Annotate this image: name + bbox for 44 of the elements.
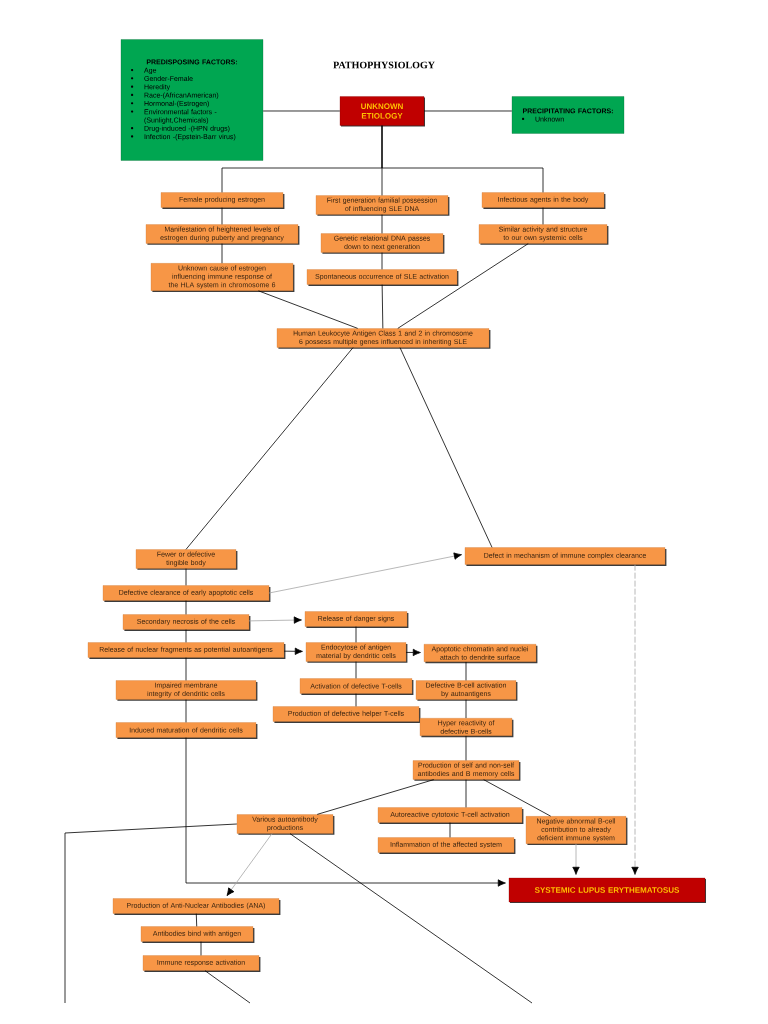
- connector-line: [355, 626, 357, 643]
- connector-line: [465, 699, 467, 719]
- connector-line: [185, 657, 187, 681]
- connector-line: [185, 629, 187, 643]
- connector-line: [185, 568, 187, 586]
- connector-line: [195, 913, 198, 927]
- connector-line: [381, 214, 383, 234]
- title: PATHOPHYSIOLOGY: [333, 61, 435, 69]
- arrow: [283, 647, 303, 655]
- connector-line: [423, 110, 513, 112]
- connector-line: [465, 779, 467, 808]
- connector-line: [397, 243, 529, 329]
- connector-line: [381, 252, 383, 270]
- arrow: [405, 648, 421, 657]
- connector-line: [200, 941, 202, 956]
- connector-line: [185, 347, 354, 550]
- connector-line: [381, 125, 544, 193]
- connector-line: [221, 243, 223, 264]
- connector-line: [449, 822, 451, 838]
- highlight-box: UNKNOWN ETIOLOGY: [339, 96, 425, 127]
- connector-line: [316, 779, 435, 815]
- arrow: [248, 616, 302, 624]
- connector-line: [355, 661, 357, 679]
- arrow: [226, 833, 273, 896]
- connector-line: [399, 347, 493, 548]
- connector-line: [221, 207, 223, 225]
- connector-line: [185, 699, 187, 723]
- arrow: [631, 564, 639, 875]
- connector-line: [262, 110, 341, 112]
- connector-line: [542, 207, 544, 225]
- connector-line: [465, 661, 467, 681]
- connector-line: [185, 600, 187, 615]
- arrow: [572, 843, 580, 875]
- connector-line: [483, 779, 552, 817]
- connector-line: [289, 833, 533, 1004]
- connector-line: [64, 823, 238, 1004]
- connector-line: [204, 970, 251, 1004]
- arrow: [268, 552, 462, 594]
- connector-line: [465, 735, 467, 761]
- connector-line: [258, 290, 359, 329]
- connector-line: [381, 284, 384, 329]
- arrow: [185, 737, 506, 887]
- connector-line: [355, 693, 357, 707]
- highlight-box: SYSTEMIC LUPUS ERYTHEMATOSUS: [508, 877, 706, 903]
